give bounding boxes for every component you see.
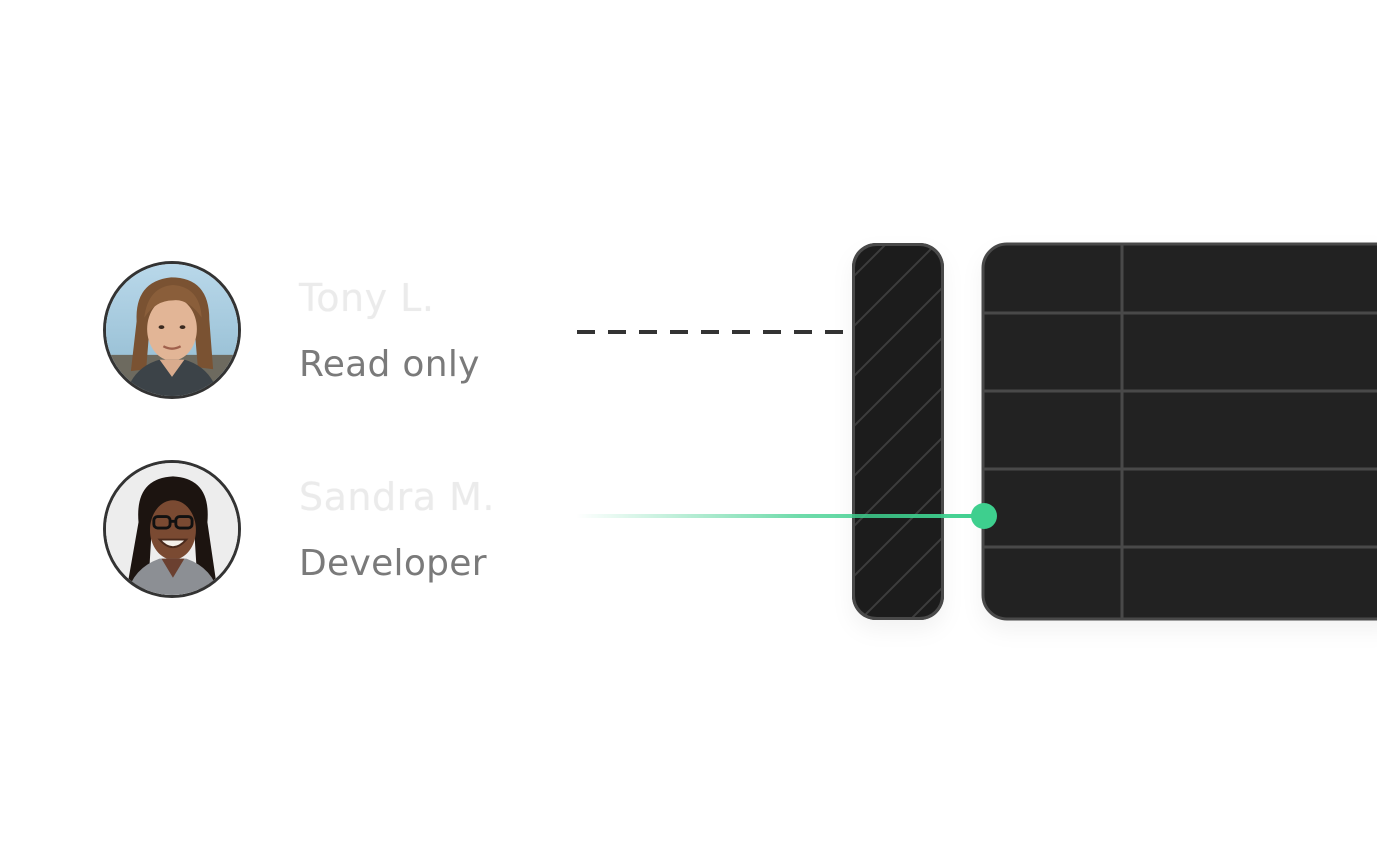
avatar-sandra xyxy=(103,460,241,598)
user-name: Sandra M. xyxy=(299,475,495,519)
user-role: Read only xyxy=(299,344,480,385)
avatar-tony xyxy=(103,261,241,399)
person-avatar-icon xyxy=(106,264,238,396)
person-avatar-icon xyxy=(106,463,238,595)
user-role: Developer xyxy=(299,543,487,584)
database-table xyxy=(981,242,1377,621)
access-dot xyxy=(971,503,997,529)
firewall-barrier xyxy=(852,243,944,620)
user-name: Tony L. xyxy=(299,276,435,320)
